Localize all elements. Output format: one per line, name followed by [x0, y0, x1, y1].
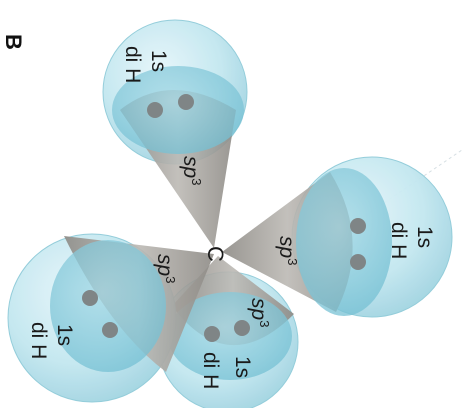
- bottom-atom-label: di H: [199, 352, 222, 389]
- top-s-orbital-label: 1s: [147, 50, 170, 72]
- bottom-s-orbital-label: 1s: [231, 356, 254, 378]
- left-atom-label: di H: [27, 322, 50, 359]
- electron-dot: [102, 322, 118, 338]
- electron-dot: [350, 254, 366, 270]
- overlap-region: [50, 240, 166, 372]
- top-atom-label: di H: [121, 46, 144, 83]
- overlap-region: [296, 168, 392, 316]
- right-s-orbital-label: 1s: [413, 226, 436, 248]
- panel-label: B: [1, 34, 26, 50]
- electron-dot: [234, 320, 250, 336]
- electron-dot: [204, 326, 220, 342]
- electron-dot: [82, 290, 98, 306]
- electron-dot: [147, 102, 163, 118]
- left-s-orbital-label: 1s: [53, 324, 76, 346]
- electron-dot: [350, 218, 366, 234]
- electron-dot: [178, 94, 194, 110]
- right-atom-label: di H: [387, 222, 410, 259]
- center-atom-label: C: [203, 246, 228, 262]
